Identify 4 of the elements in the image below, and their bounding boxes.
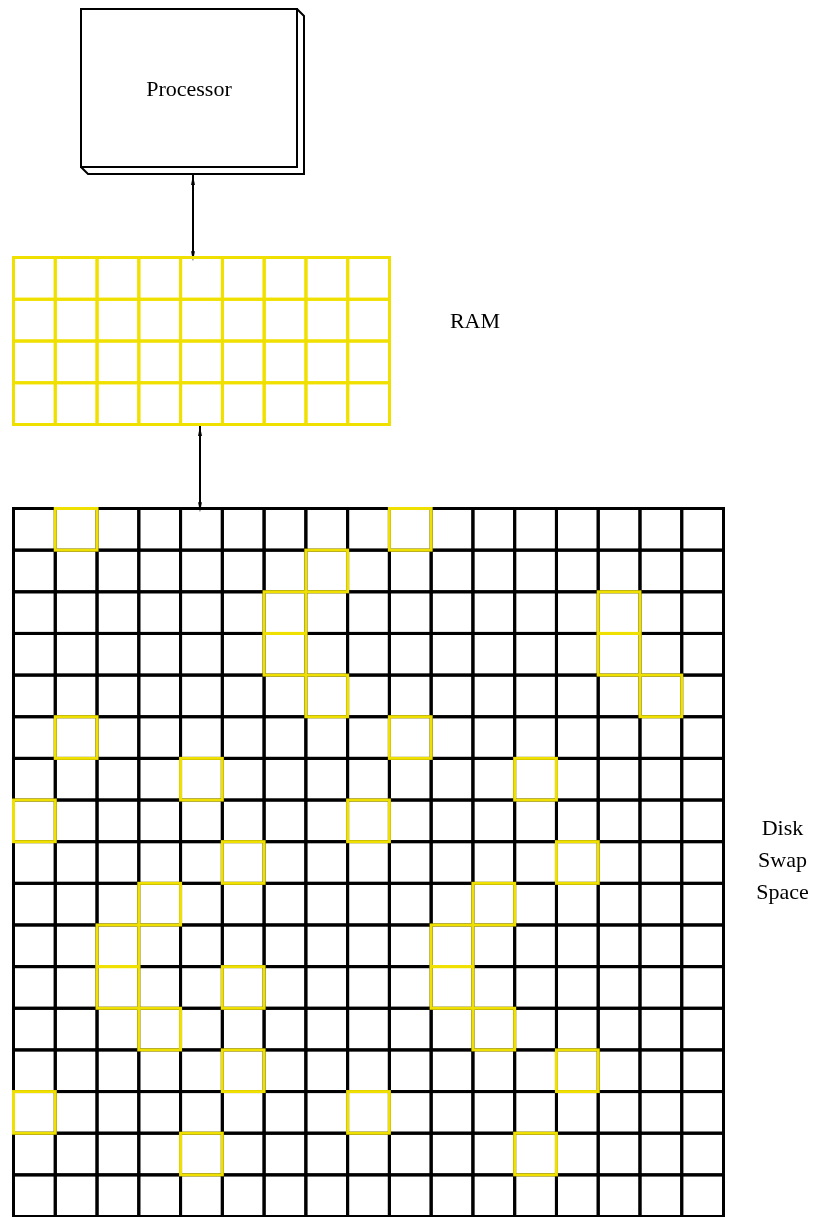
processor-label: Processor <box>146 74 232 103</box>
processor-box <box>80 8 306 176</box>
ram-label: RAM <box>449 307 501 335</box>
disk-label: Disk Swap Space <box>755 814 810 906</box>
